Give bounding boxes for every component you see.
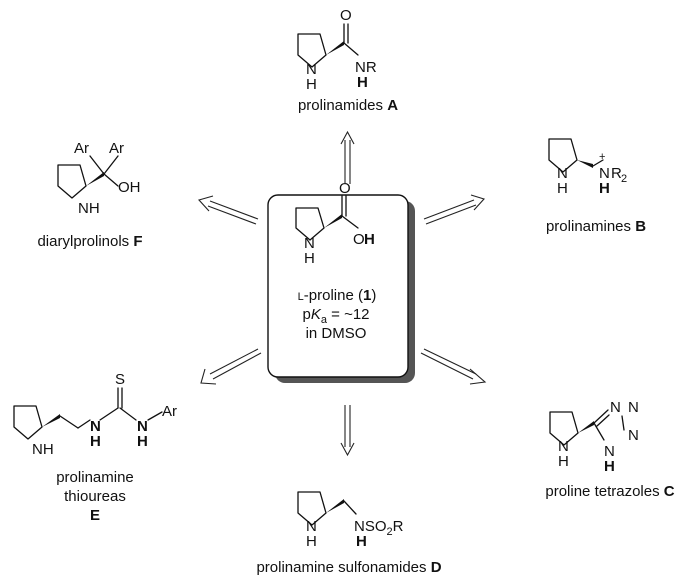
D-label: D <box>431 559 442 576</box>
A-caption: prolinamides A <box>298 97 398 114</box>
center-pka-value: = ~12 <box>327 306 370 323</box>
F-caption-text: diarylprolinols <box>37 233 133 250</box>
B-r-sub: 2 <box>621 173 627 185</box>
F-oh: OH <box>118 179 141 196</box>
center-solvent: in DMSO <box>306 325 367 342</box>
D-nso2r: NSO2R <box>354 518 404 538</box>
C-caption: proline tetrazoles C <box>545 483 674 500</box>
F-ar-right: Ar <box>109 140 124 157</box>
E-n2: N <box>137 418 148 435</box>
structure-D: N H NSO2R H prolinamine sulfonamides D <box>256 491 442 576</box>
center-oh-o: O <box>353 231 365 248</box>
A-o-atom: O <box>340 7 352 24</box>
D-r: R <box>393 518 404 535</box>
F-caption: diarylprolinols F <box>37 233 142 250</box>
C-nh-bold: H <box>604 458 615 475</box>
C-caption-text: proline tetrazoles <box>545 483 663 500</box>
center-proline-box: O O H N H L-proline (1) pKa = ~12 in DMS… <box>267 180 415 383</box>
B-nh-bold: H <box>599 180 610 197</box>
A-nh-bold: H <box>357 74 368 91</box>
B-caption: prolinamines B <box>546 218 646 235</box>
C-n1: N <box>610 399 621 416</box>
center-pka-p: p <box>302 306 310 323</box>
center-proline-structure: O O H N H <box>295 180 375 267</box>
B-nh-h: H <box>557 180 568 197</box>
center-pka-k: K <box>311 306 322 323</box>
E-caption-line2: thioureas <box>64 488 126 505</box>
D-nh-h: H <box>306 533 317 550</box>
A-nh-h: H <box>306 76 317 93</box>
F-ar-left: Ar <box>74 140 89 157</box>
arrow-to-B <box>423 194 485 225</box>
E-s-atom: S <box>115 371 125 388</box>
E-h2: H <box>137 433 148 450</box>
D-so-sub: 2 <box>387 526 393 538</box>
structure-E: S N H N H Ar NH prolinamine thioureas E <box>13 371 177 524</box>
arrow-to-F <box>197 195 259 225</box>
E-nh: NH <box>32 441 54 458</box>
center-compound-name: L-proline (1) <box>298 287 377 304</box>
A-nr-label: NR <box>355 59 377 76</box>
arrow-to-E <box>200 348 262 385</box>
F-label: F <box>133 233 142 250</box>
C-label: C <box>664 483 675 500</box>
D-n: N <box>354 518 365 535</box>
arrow-to-A <box>340 130 355 184</box>
center-name-rest: -proline ( <box>304 287 363 304</box>
center-o-atom: O <box>339 180 351 197</box>
arrow-to-D <box>340 405 355 457</box>
C-n3: N <box>628 427 639 444</box>
D-so: SO <box>365 518 387 535</box>
E-ar: Ar <box>162 403 177 420</box>
B-r: R <box>611 165 622 182</box>
C-n-atom: N <box>558 438 569 455</box>
structure-A: O N H NR H prolinamides A <box>297 7 398 114</box>
C-nh-h: H <box>558 453 569 470</box>
structure-F: Ar Ar OH NH diarylprolinols F <box>37 140 142 250</box>
arrow-to-C <box>420 348 487 385</box>
center-name-prefix: L <box>298 291 304 303</box>
center-oh-h: H <box>364 231 375 248</box>
center-pka: pKa = ~12 <box>302 306 369 326</box>
center-nh-h: H <box>304 250 315 267</box>
D-n-atom: N <box>306 518 317 535</box>
A-caption-text: prolinamides <box>298 97 387 114</box>
B-label: B <box>635 218 646 235</box>
E-n1: N <box>90 418 101 435</box>
center-pka-sub: a <box>321 314 328 326</box>
D-caption-text: prolinamine sulfonamides <box>256 559 430 576</box>
E-h1: H <box>90 433 101 450</box>
D-caption: prolinamine sulfonamides D <box>256 559 441 576</box>
C-n4: N <box>604 443 615 460</box>
E-caption-line1: prolinamine <box>56 469 134 486</box>
center-compound-number: 1 <box>363 287 371 304</box>
B-caption-text: prolinamines <box>546 218 635 235</box>
A-n-atom: N <box>306 61 317 78</box>
center-box-frame <box>267 194 409 378</box>
C-n2: N <box>628 399 639 416</box>
structure-B: N H + N R 2 H prolinamines B <box>546 138 646 235</box>
F-nh: NH <box>78 200 100 217</box>
center-name-close: ) <box>371 287 376 304</box>
center-n-atom: N <box>304 235 315 252</box>
B-charge: + <box>599 151 605 163</box>
A-label: A <box>387 97 398 114</box>
B-n-plus: N <box>599 165 610 182</box>
B-n-atom: N <box>557 165 568 182</box>
D-nh-bold: H <box>356 533 367 550</box>
structure-C: N N N N H N H proline tetrazoles C <box>545 399 674 500</box>
E-label: E <box>90 507 100 524</box>
